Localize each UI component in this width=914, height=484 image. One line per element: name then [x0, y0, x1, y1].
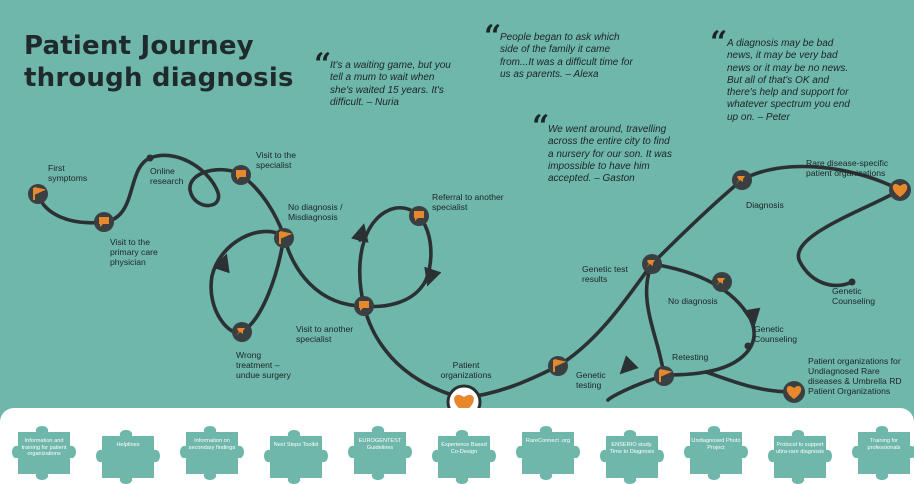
label-first-symptoms: First symptoms	[48, 163, 88, 183]
puzzle-piece-label: Information and training for patient org…	[21, 438, 67, 458]
label-undiagnosed-orgs: Patient organizations for Undiagnosed Ra…	[808, 356, 902, 396]
label-diagnosis: Diagnosis	[746, 200, 784, 210]
marker-rare-disease-orgs	[889, 179, 911, 201]
quote-gaston: We went around, travelling across the en…	[548, 124, 672, 185]
label-referral: Referral to another specialist	[432, 192, 504, 212]
quote-mark-icon: “	[710, 25, 728, 60]
marker-undiagnosed-orgs	[783, 381, 805, 403]
marker-first-symptoms	[28, 184, 48, 204]
marker-genetic-test-results	[642, 254, 662, 274]
label-no-diagnosis-misdiagnosis: No diagnosis / Misdiagnosis	[288, 202, 343, 222]
title-line-1: Patient Journey	[24, 31, 254, 61]
puzzle-piece-label: Undiagnosed Photo Project	[691, 438, 741, 451]
marker-visit-primary-care	[94, 212, 114, 232]
puzzle-piece-label: Protocol to support ultra-rare diagnosis	[776, 442, 824, 455]
label-genetic-test-results: Genetic test results	[582, 264, 628, 284]
label-rare-disease-orgs: Rare disease-specific patient organizati…	[806, 158, 889, 178]
label-visit-specialist: Visit to the specialist	[256, 150, 296, 170]
path-segment-undiagnosed	[704, 370, 796, 394]
label-online-research: Online research	[150, 166, 184, 186]
path-segment-research	[102, 153, 242, 224]
puzzle-piece	[516, 426, 580, 480]
puzzle-piece-label: Information on secondary findings	[188, 438, 236, 451]
puzzle-piece	[852, 426, 914, 480]
label-genetic-counseling-mid: Genetic Counseling	[754, 324, 797, 344]
page-title: Patient Journey through diagnosis	[24, 30, 294, 94]
marker-no-diagnosis-misdiagnosis	[274, 228, 294, 248]
label-genetic-counseling-right: Genetic Counseling	[832, 286, 875, 306]
junction-dot-genetic-counseling-mid	[744, 342, 752, 350]
path-segment-diagnosis	[650, 178, 744, 266]
puzzle-piece-label: Experience Based Co-Design	[441, 442, 487, 455]
puzzle-piece	[768, 430, 832, 484]
junction-dot-online-research	[146, 154, 154, 162]
marker-diagnosis	[732, 170, 752, 190]
path-segment-specialist	[238, 172, 286, 238]
marker-retesting	[654, 366, 674, 386]
puzzle-piece	[12, 426, 76, 480]
marker-genetic-testing	[548, 356, 568, 376]
title-line-2: through diagnosis	[24, 63, 294, 93]
label-wrong-treatment: Wrong treatment – undue surgery	[236, 350, 291, 380]
label-patient-organizations: Patient organizations	[440, 360, 492, 380]
puzzle-piece	[180, 426, 244, 480]
puzzle-piece	[264, 430, 328, 484]
path-loop-retesting-return	[644, 262, 666, 378]
label-no-diagnosis: No diagnosis	[668, 296, 718, 306]
puzzle-piece-label: Training for professionals	[867, 438, 901, 451]
quote-nuria: It's a waiting game, but you tell a mum …	[330, 60, 451, 108]
path-loop-counseling-right	[796, 188, 902, 288]
puzzle-piece-label: EUROGENTEST Guidelines	[358, 438, 402, 451]
puzzle-piece	[684, 426, 748, 480]
label-visit-primary-care: Visit to the primary care physician	[110, 237, 158, 267]
marker-no-diagnosis	[712, 272, 732, 292]
path-segment-another	[282, 234, 366, 308]
quote-mark-icon: “	[532, 109, 550, 144]
path-segment-patient-orgs	[362, 304, 464, 400]
path-segment-rare-orgs	[740, 164, 902, 192]
label-visit-another-specialist: Visit to another specialist	[296, 324, 354, 344]
marker-referral	[409, 206, 429, 226]
puzzle-piece-label: Helplines	[116, 442, 140, 448]
path-loop-wrong-treatment	[209, 229, 286, 335]
quote-mark-icon: “	[314, 47, 332, 82]
puzzle-piece-label: RareConnect .org	[525, 438, 571, 444]
quote-alexa: People began to ask which side of the fa…	[500, 32, 633, 80]
puzzle-piece	[432, 430, 496, 484]
marker-visit-another-specialist	[354, 296, 374, 316]
junction-dot-genetic-counseling-right	[848, 278, 856, 286]
marker-visit-specialist	[231, 165, 251, 185]
quote-mark-icon: “	[484, 19, 502, 54]
label-retesting: Retesting	[672, 352, 709, 362]
puzzle-piece-label: ENSERIO study. Time to Diagnosis	[609, 442, 655, 455]
quote-peter: A diagnosis may be bad news, it may be v…	[727, 38, 850, 123]
label-genetic-testing: Genetic testing	[576, 370, 606, 390]
puzzle-piece-label: Next Steps Toolkit	[273, 442, 319, 448]
puzzle-piece	[96, 430, 160, 484]
puzzle-piece	[600, 430, 664, 484]
path-segment-start	[36, 192, 106, 225]
puzzle-piece	[348, 426, 412, 480]
marker-wrong-treatment	[232, 322, 252, 342]
path-segment-test-results	[556, 262, 654, 368]
